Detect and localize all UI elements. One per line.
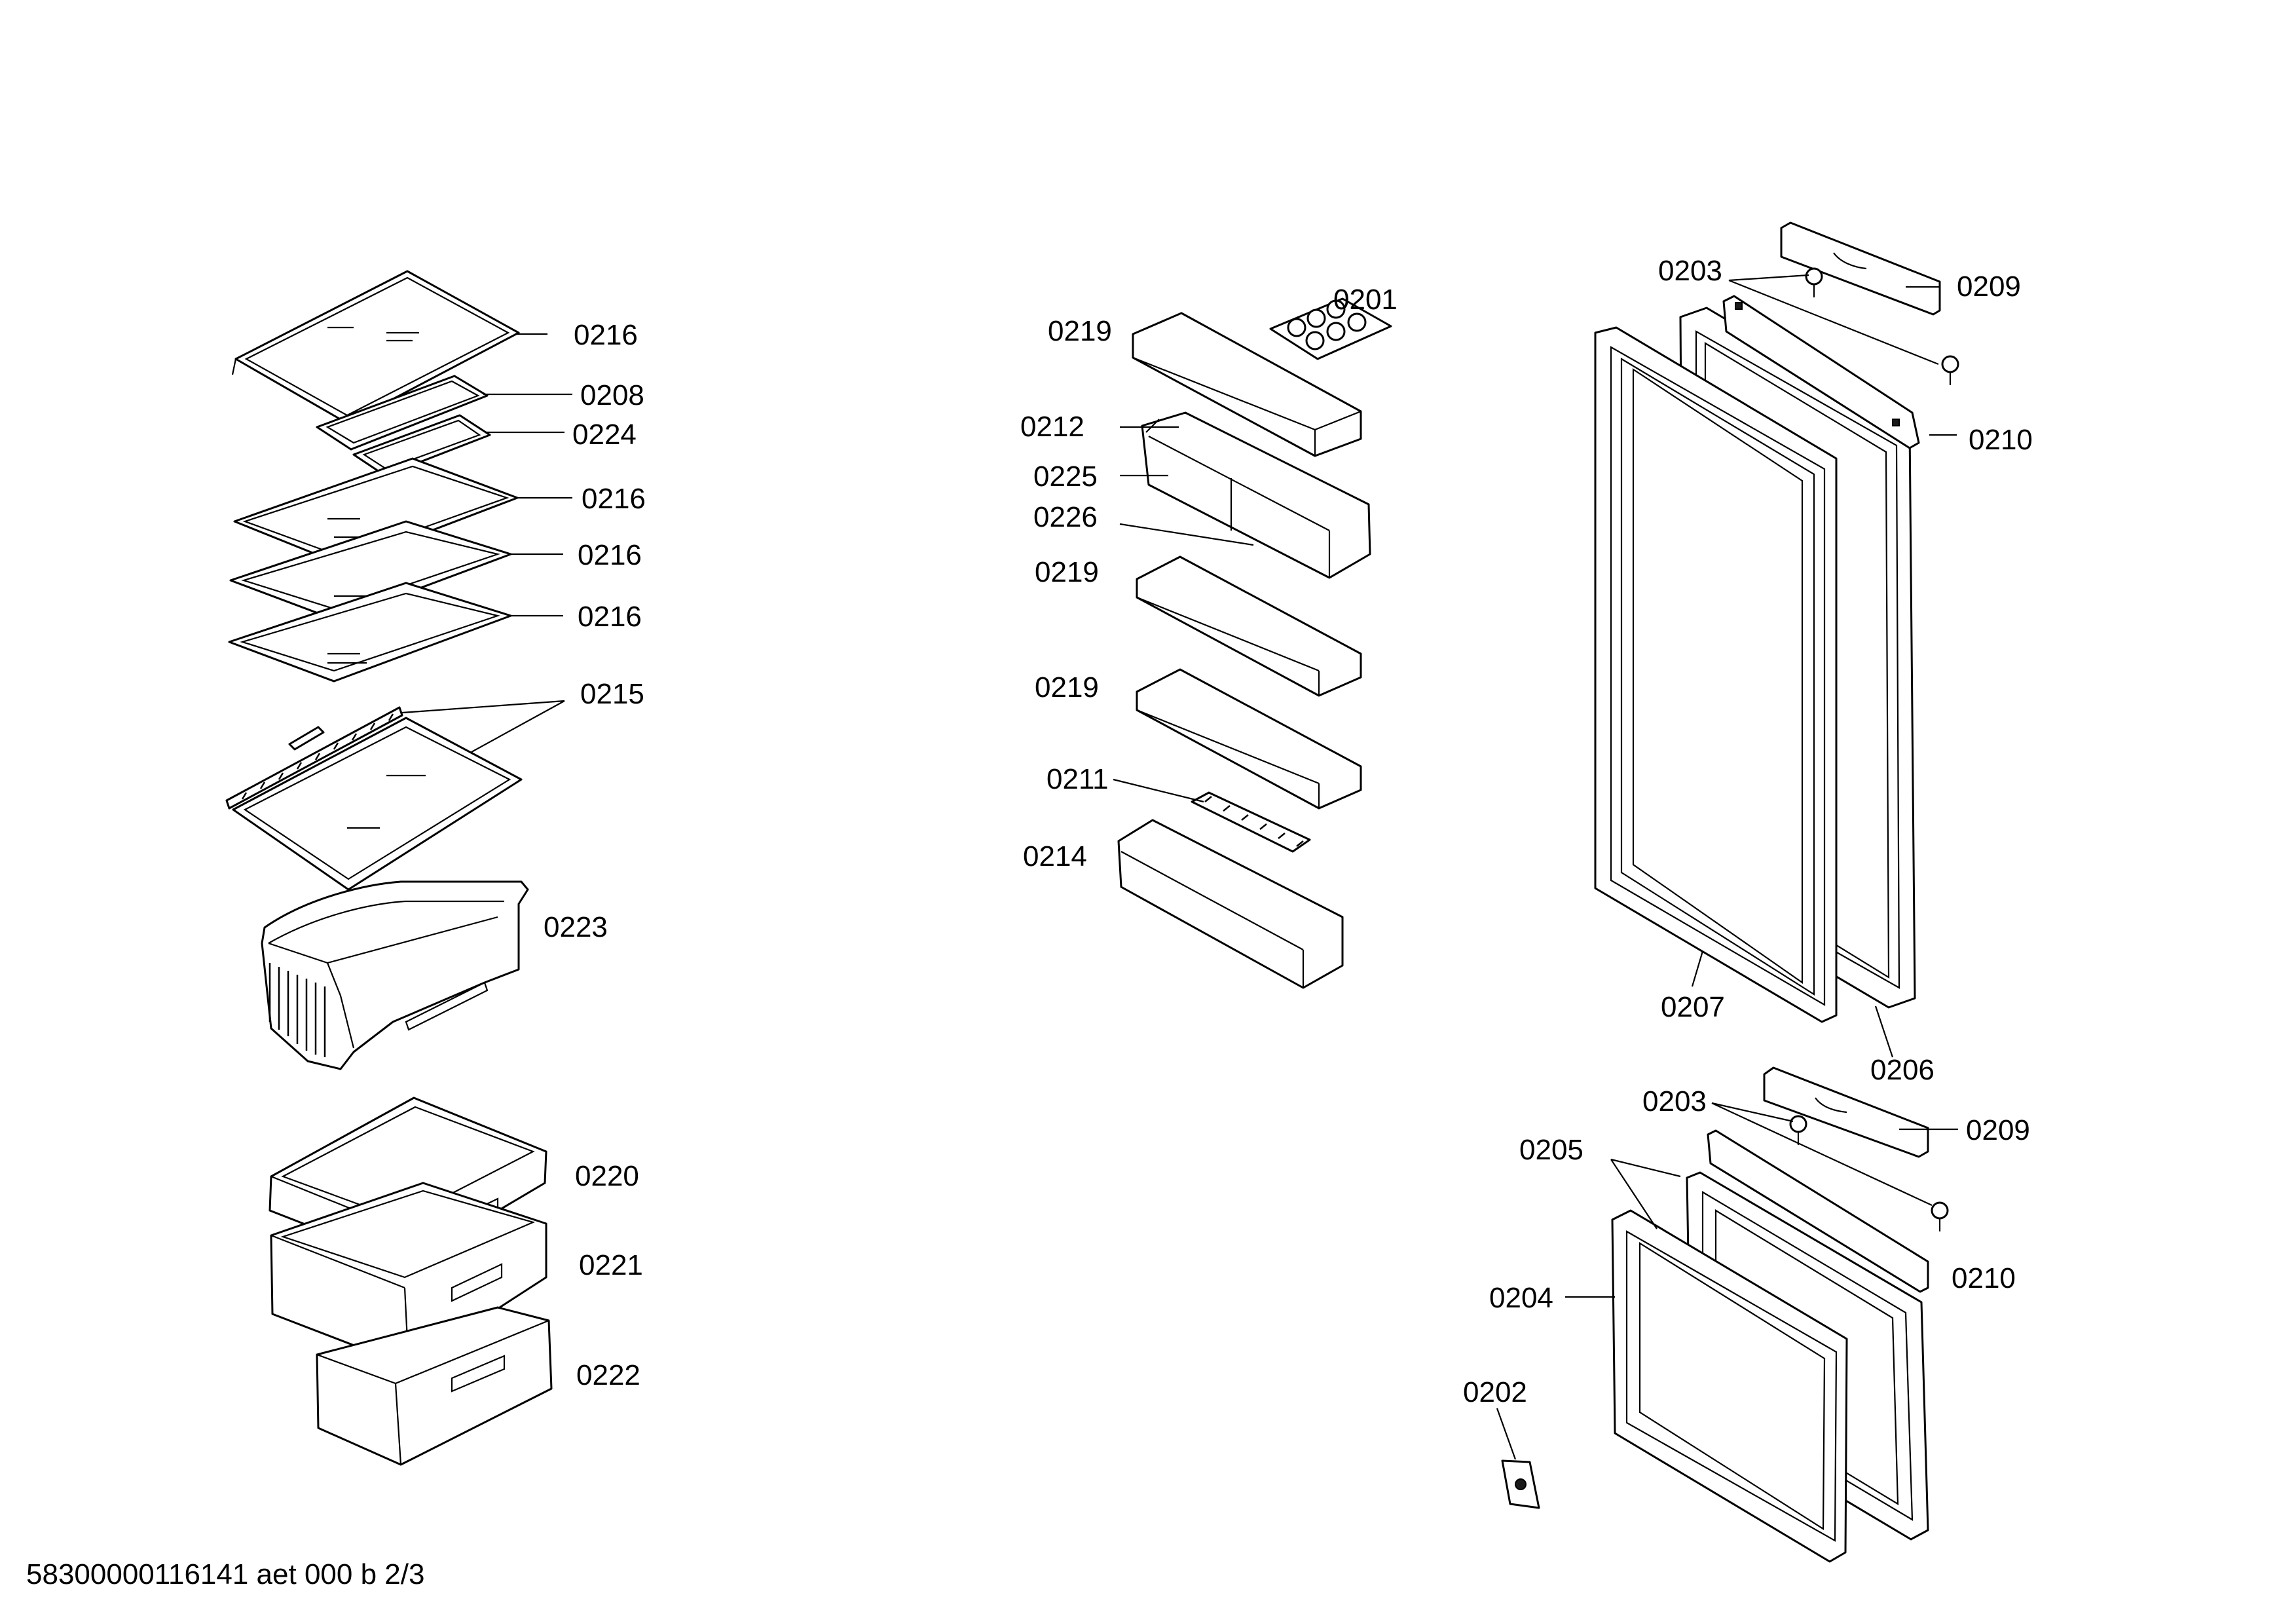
label-0205: 0205	[1519, 1134, 1583, 1166]
door-shelf-1	[1132, 312, 1362, 457]
upper-screw-1	[1805, 267, 1823, 297]
lower-hinge-cover	[1763, 1066, 1929, 1158]
label-0204: 0204	[1489, 1282, 1553, 1314]
tray-cover	[352, 414, 491, 477]
label-0216: 0216	[578, 601, 642, 633]
seal-piece	[1501, 1459, 1540, 1509]
label-0226: 0226	[1033, 501, 1098, 533]
upper-hinge-cover	[1780, 221, 1941, 316]
label-0203: 0203	[1642, 1085, 1707, 1117]
label-0209: 0209	[1957, 271, 2021, 303]
label-0210: 0210	[1969, 424, 2033, 456]
lower-hinge-bracket	[1707, 1129, 1929, 1293]
glass-shelf-with-rail	[225, 706, 523, 891]
lower-screw-2	[1931, 1201, 1949, 1231]
glass-shelf-4	[228, 582, 512, 683]
label-0222: 0222	[576, 1359, 640, 1391]
label-0209: 0209	[1966, 1114, 2030, 1146]
label-0215: 0215	[580, 678, 644, 710]
label-0210: 0210	[1952, 1262, 2016, 1294]
label-0224: 0224	[572, 419, 637, 451]
bottle-divider	[1191, 791, 1311, 853]
label-0202: 0202	[1463, 1376, 1527, 1408]
label-0203: 0203	[1658, 255, 1722, 287]
upper-door-gasket	[1594, 326, 1838, 1023]
label-0207: 0207	[1661, 991, 1725, 1023]
label-0219: 0219	[1035, 671, 1099, 704]
label-0225: 0225	[1033, 460, 1098, 493]
label-0221: 0221	[579, 1249, 643, 1281]
upper-hinge-bracket	[1722, 295, 1920, 449]
door-shelf-3	[1136, 668, 1362, 810]
small-tray	[316, 375, 489, 451]
large-bottle-shelf	[1117, 819, 1344, 989]
glass-shelf-top	[231, 270, 520, 424]
label-0216: 0216	[574, 319, 638, 351]
leader-lines	[401, 274, 1958, 1460]
drawer-bottom	[316, 1306, 553, 1466]
label-0206: 0206	[1870, 1054, 1935, 1086]
label-0219: 0219	[1048, 315, 1112, 347]
upper-screw-2	[1941, 355, 1959, 385]
vegetable-crisper	[261, 880, 529, 1070]
label-0219: 0219	[1035, 556, 1099, 588]
label-0201: 0201	[1333, 284, 1398, 316]
label-0223: 0223	[544, 911, 608, 943]
label-0214: 0214	[1023, 840, 1087, 873]
label-0208: 0208	[580, 379, 644, 411]
egg-tray	[1269, 297, 1392, 360]
label-0216: 0216	[582, 483, 646, 515]
lower-screw-1	[1789, 1115, 1807, 1145]
label-0212: 0212	[1020, 411, 1084, 443]
bottle-holder-shelf	[1141, 411, 1371, 579]
label-0220: 0220	[575, 1160, 639, 1192]
lower-door-gasket	[1611, 1209, 1848, 1563]
drawing-code: 58300000116141 aet 000 b 2/3	[26, 1558, 424, 1590]
label-0216: 0216	[578, 539, 642, 571]
callout-labels: 0216 0208 0224 0216 0216 0216 0215 0223 …	[544, 255, 2033, 1408]
door-shelf-2	[1136, 555, 1362, 697]
label-0211: 0211	[1046, 763, 1109, 795]
